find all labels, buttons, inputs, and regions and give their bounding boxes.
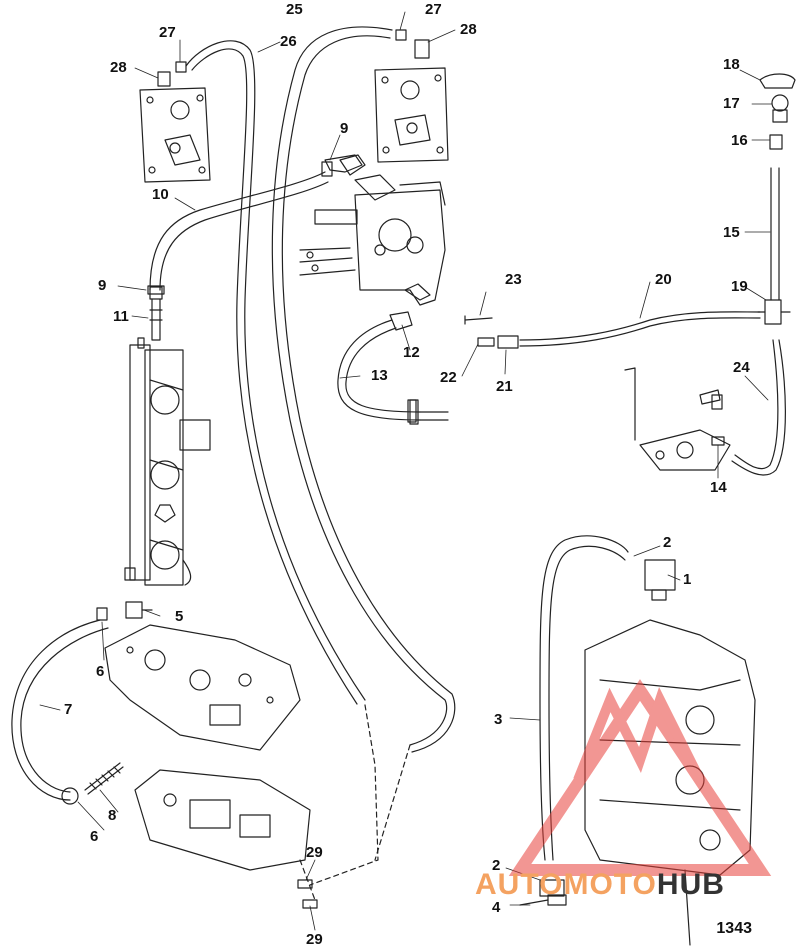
callout-label: 20 [655,271,672,288]
callout-label: 21 [496,378,513,395]
hose-7 [11,619,109,801]
callout-label: 11 [113,308,129,325]
callout-label: 27 [425,1,442,18]
callout-label: 29 [306,931,323,948]
callout-label: 15 [723,224,740,241]
callout-label: 1 [683,571,692,588]
bracket-plate-right [374,29,449,163]
watermark-part: MOTO [563,868,657,901]
figure-id: 1343 [716,920,752,937]
callout-label: 2 [663,534,672,551]
hose-24 [731,339,786,476]
callout-label: 5 [175,608,184,625]
fitting-12 [389,311,417,423]
callout-label: 2 [492,857,501,874]
callout-label: 6 [90,828,99,845]
hose-13 [337,319,449,425]
part-16-fitting [769,134,783,150]
dashed-leader-lines [299,704,411,901]
part-18-clamp [759,73,796,89]
watermark-logo [508,679,772,876]
watermark-text: AUTOMOTOHUB [475,868,725,902]
callout-label: 7 [64,701,73,718]
callout-label: 4 [492,899,501,916]
bracket-14-housing [624,367,731,471]
callout-label: 29 [306,844,323,861]
callout-label: 17 [723,95,740,112]
callout-label: 19 [731,278,748,295]
callout-label: 24 [733,359,750,376]
fuel-rail-assembly [124,337,211,586]
callout-label: 14 [710,479,727,496]
hose-26 [185,40,366,705]
callout-label: 28 [460,21,477,38]
callout-label: 22 [440,369,457,386]
watermark-part: AUTO [475,868,564,901]
fitting-11 [149,286,163,341]
callout-label: 26 [280,33,297,50]
hose-15 [770,167,780,301]
fitting-6-upper [96,607,108,621]
part-17-valve [771,94,789,123]
callout-label: 18 [723,56,740,73]
callout-label: 10 [152,186,169,203]
callout-label: 8 [108,807,117,824]
hose-25 [271,26,456,753]
spring-8 [84,762,124,795]
hose-3 [539,535,629,861]
connector-21 [497,335,519,349]
tie-strap-23 [464,315,493,325]
reed-plate-upper [104,624,301,751]
callout-label: 28 [110,59,127,76]
reed-plate-lower [134,769,311,871]
vapor-separator-assembly [299,154,446,306]
watermark-part: HUB [656,868,725,901]
screw-29-lower [302,899,318,909]
callout-label: 6 [96,663,105,680]
callout-label: 25 [286,1,303,18]
fitting-5 [125,601,153,619]
callout-label: 13 [371,367,388,384]
callout-label: 3 [494,711,503,728]
callout-label: 23 [505,271,522,288]
callout-label: 16 [731,132,748,149]
connector-22 [477,337,495,347]
callout-label: 9 [98,277,107,294]
callout-label: 9 [340,120,349,137]
clamp-9-lower [147,285,165,295]
hose-10 [149,171,329,291]
hose-20 [519,311,761,347]
tee-19 [757,299,791,325]
fitting-6-lower [61,787,79,805]
callout-label: 12 [403,344,420,361]
clamp-9-upper [321,154,366,177]
callout-leaders [39,11,773,931]
callout-label: 27 [159,24,176,41]
bracket-plate-left [139,61,211,183]
